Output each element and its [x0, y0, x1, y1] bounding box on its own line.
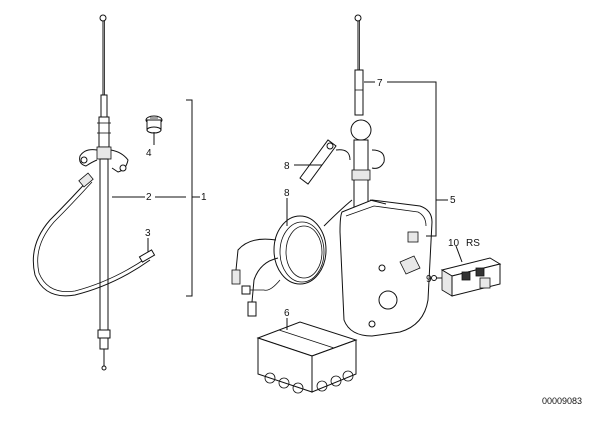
mounting-clip [79, 149, 129, 173]
callout-1: 1 [201, 192, 207, 203]
callout-5: 5 [450, 195, 456, 206]
power-antenna-mast [350, 14, 372, 226]
callout-4: 4 [146, 148, 152, 159]
leader-10 [455, 245, 463, 263]
leader-7-bracket [387, 81, 437, 237]
antenna-cable-loop [32, 172, 156, 297]
callout-rs: RS [466, 238, 480, 249]
callout-8-cable: 8 [284, 188, 290, 199]
power-antenna-cable [231, 199, 353, 317]
power-antenna-assembly [231, 14, 502, 394]
callout-10: 10 [448, 238, 460, 249]
group-bracket [186, 99, 193, 297]
callout-7: 7 [377, 78, 383, 89]
telescopic-mast [96, 14, 112, 371]
callout-6: 6 [284, 308, 290, 319]
document-id: 00009083 [542, 396, 582, 406]
relay-module [431, 257, 502, 297]
parts-box [256, 321, 358, 394]
antenna-motor-housing [339, 199, 433, 337]
cable-bracket [299, 139, 385, 185]
antenna-grommet [145, 115, 163, 134]
manual-antenna-assembly [32, 14, 200, 371]
callout-2: 2 [146, 192, 152, 203]
callout-9: 9 [426, 274, 432, 285]
callout-3: 3 [145, 228, 151, 239]
callout-8-bracket: 8 [284, 161, 290, 172]
